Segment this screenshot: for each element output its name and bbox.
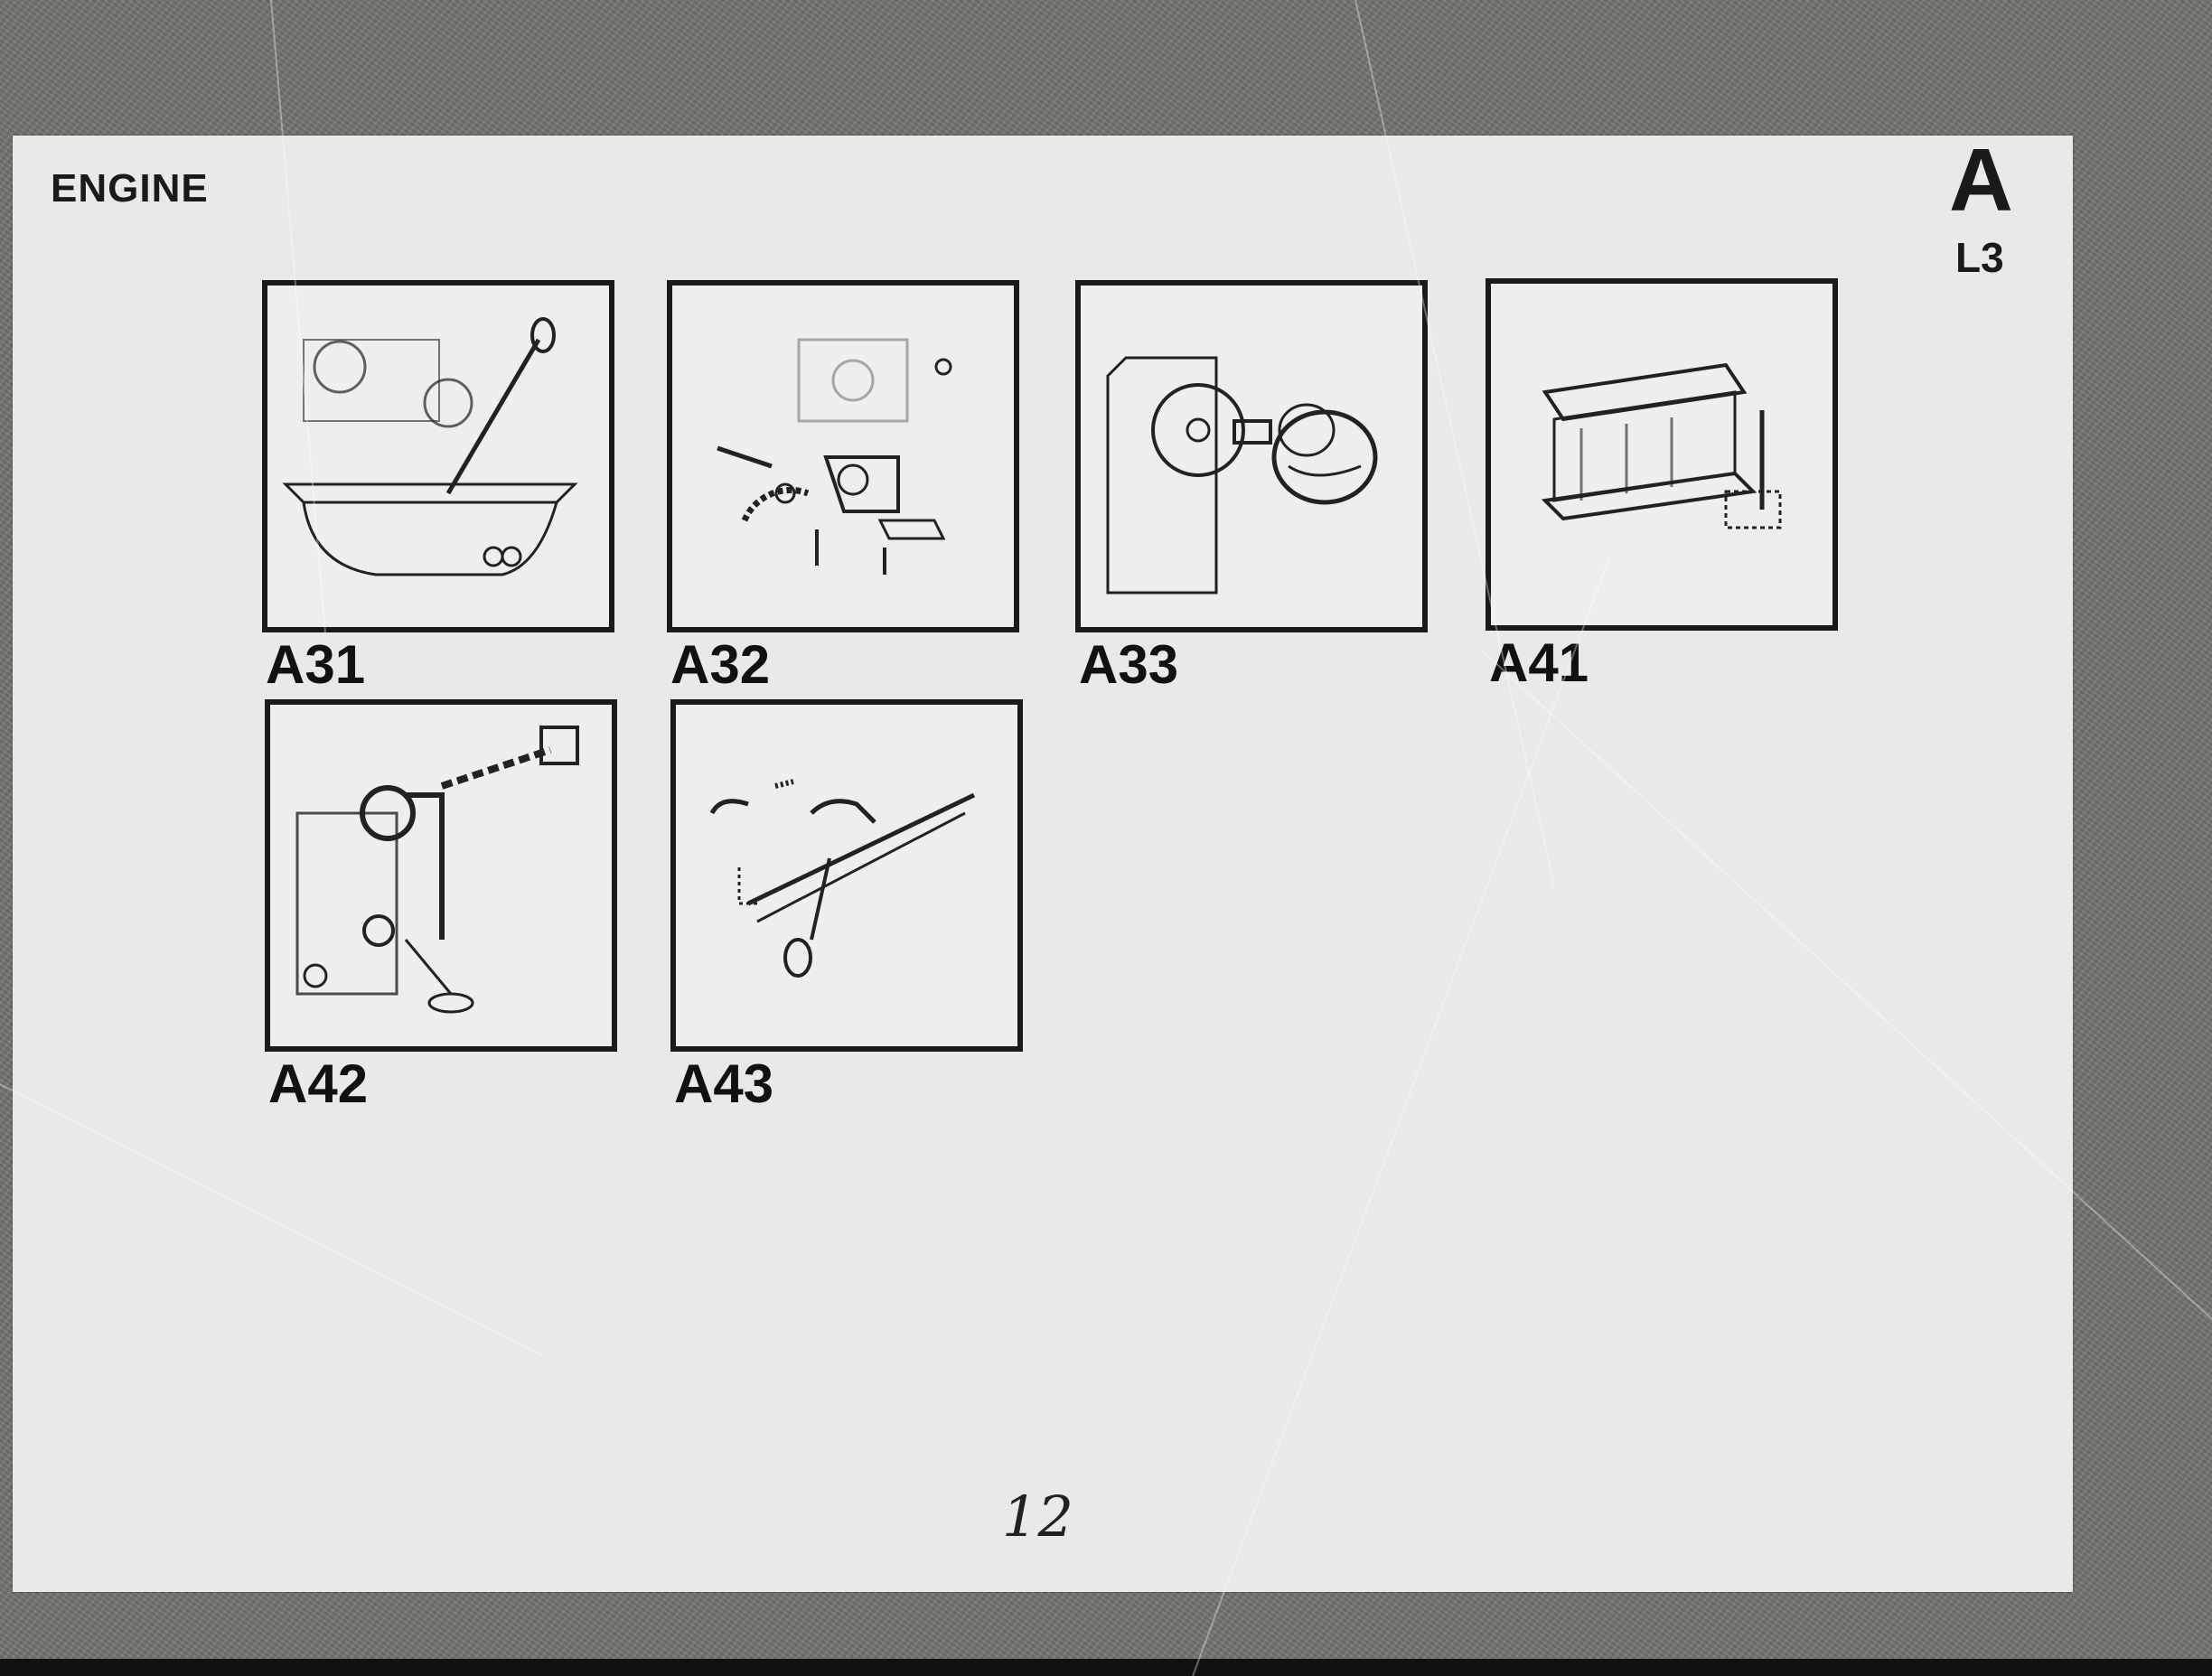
oil-pump-icon (667, 280, 1019, 632)
valve-train-icon (670, 699, 1023, 1052)
card-title: ENGINE (51, 166, 209, 211)
tile-a33[interactable]: A33 (1075, 280, 1428, 692)
tile-label: A33 (1079, 634, 1179, 695)
page-number: 12 (1002, 1484, 1073, 1550)
tile-a41[interactable]: A41 (1486, 278, 1838, 690)
tile-label: A41 (1489, 632, 1589, 693)
tile-label: A32 (670, 634, 771, 695)
section-letter: A (1949, 130, 2013, 229)
index-card: ENGINE A L3 A31 (13, 136, 2073, 1592)
tile-label: A42 (268, 1053, 369, 1114)
tile-a43[interactable]: A43 (670, 699, 1023, 1111)
tile-a31[interactable]: A31 (262, 280, 614, 692)
scan-edge (0, 1659, 2212, 1676)
tile-a42[interactable]: A42 (265, 699, 617, 1111)
tile-label: A31 (266, 634, 366, 695)
tile-a32[interactable]: A32 (667, 280, 1019, 692)
cylinder-head-icon (1486, 278, 1838, 631)
oil-pan-dipstick-icon (262, 280, 614, 632)
timing-belt-icon (265, 699, 617, 1052)
tile-label: A43 (674, 1053, 774, 1114)
oil-filter-icon (1075, 280, 1428, 632)
section-code: L3 (1955, 234, 2004, 281)
